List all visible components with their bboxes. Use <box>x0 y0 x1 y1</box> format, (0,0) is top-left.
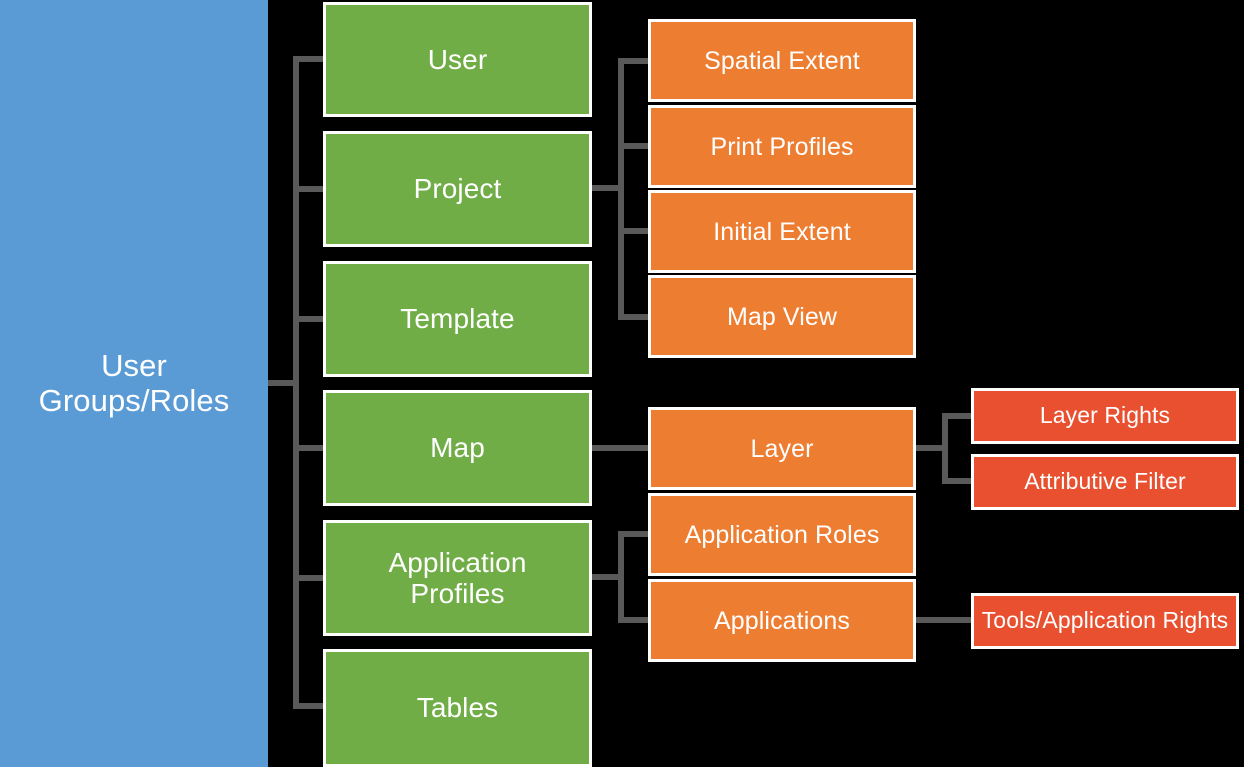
node-label: User Groups/Roles <box>38 347 230 418</box>
node-tables[interactable]: Tables <box>323 649 592 767</box>
node-initial-extent[interactable]: Initial Extent <box>648 190 916 273</box>
connector-to-application-roles <box>618 531 651 537</box>
node-label: Layer <box>750 434 814 463</box>
node-application-roles[interactable]: Application Roles <box>648 493 916 576</box>
connector-to-applications <box>618 617 651 623</box>
connector-spine-to-user <box>293 56 326 62</box>
connector-level2-spine <box>293 59 299 709</box>
connector-application-profiles-children-spine <box>618 531 624 623</box>
connector-root-stub <box>268 380 296 386</box>
connector-spine-to-template <box>293 316 326 322</box>
node-user-groups-roles[interactable]: User Groups/Roles <box>0 0 268 767</box>
connector-spine-to-application-profiles <box>293 575 326 581</box>
connector-project-stub <box>592 185 624 191</box>
node-label: Project <box>413 173 502 205</box>
node-label: Application Roles <box>684 520 880 549</box>
connector-spine-to-project <box>293 186 326 192</box>
node-label: Applications <box>713 606 850 635</box>
node-applications[interactable]: Applications <box>648 579 916 662</box>
node-user[interactable]: User <box>323 2 592 117</box>
node-label: Initial Extent <box>713 217 851 246</box>
connector-application-profiles-stub <box>592 574 624 580</box>
connector-to-map-view <box>618 314 651 320</box>
connector-applications-to-tools-rights <box>916 617 975 623</box>
node-spatial-extent[interactable]: Spatial Extent <box>648 19 916 102</box>
node-label: Layer Rights <box>1039 402 1171 429</box>
node-project[interactable]: Project <box>323 131 592 247</box>
node-application-profiles[interactable]: Application Profiles <box>323 520 592 636</box>
connector-to-attributive-filter <box>942 478 975 484</box>
node-label: Map View <box>726 302 838 331</box>
node-label: Tools/Application Rights <box>981 607 1229 634</box>
connector-spine-to-tables <box>293 703 326 709</box>
connector-to-print-profiles <box>618 143 651 149</box>
node-tools-application-rights[interactable]: Tools/Application Rights <box>971 593 1239 649</box>
node-label: Template <box>400 303 515 335</box>
connector-layer-stub <box>916 445 948 451</box>
connector-spine-to-map <box>293 445 326 451</box>
connector-to-spatial-extent <box>618 58 651 64</box>
connector-layer-children-spine <box>942 413 948 484</box>
connector-map-to-layer <box>592 445 651 451</box>
node-map[interactable]: Map <box>323 390 592 506</box>
node-layer[interactable]: Layer <box>648 407 916 490</box>
node-label: Map <box>430 432 485 464</box>
connector-to-layer-rights <box>942 413 975 419</box>
node-label: Attributive Filter <box>1024 468 1186 495</box>
node-label: Application Profiles <box>388 546 527 609</box>
connector-project-children-spine <box>618 58 624 320</box>
node-label: Spatial Extent <box>704 46 860 75</box>
node-map-view[interactable]: Map View <box>648 275 916 358</box>
node-layer-rights[interactable]: Layer Rights <box>971 388 1239 444</box>
node-label: Print Profiles <box>710 132 854 161</box>
node-attributive-filter[interactable]: Attributive Filter <box>971 454 1239 510</box>
node-label: User <box>427 43 488 75</box>
node-print-profiles[interactable]: Print Profiles <box>648 105 916 188</box>
node-template[interactable]: Template <box>323 261 592 377</box>
connector-to-initial-extent <box>618 228 651 234</box>
node-label: Tables <box>416 692 499 724</box>
